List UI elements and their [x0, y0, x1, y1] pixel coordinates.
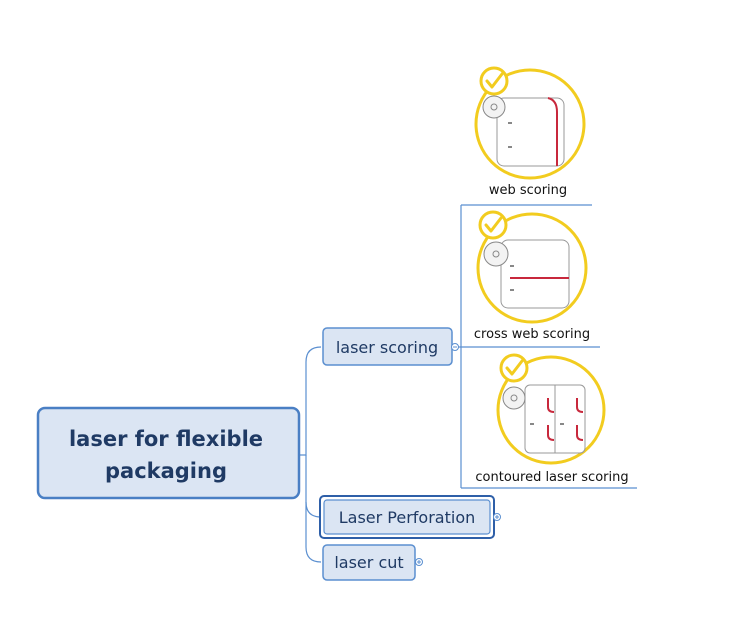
branch-laser-cut[interactable]: laser cut — [322, 544, 416, 581]
central-topic-line-2: packaging — [105, 459, 227, 483]
expand-toggle-icon[interactable] — [493, 513, 501, 521]
web-scoring-roll-icon — [474, 68, 586, 180]
check-mark-icon — [499, 353, 529, 383]
caption-web-scoring: web scoring — [489, 183, 567, 198]
subtopic-contoured-laser-scoring[interactable]: contoured laser scoring — [475, 353, 629, 485]
central-topic-line-1: laser for flexible — [69, 427, 263, 451]
branch-laser-perforation[interactable]: Laser Perforation — [319, 495, 495, 539]
subtopic-web-scoring[interactable]: web scoring — [474, 66, 586, 198]
branch-laser-scoring[interactable]: laser scoring — [322, 327, 453, 366]
subtopic-cross-web-scoring[interactable]: cross web scoring — [474, 210, 590, 342]
contoured-scoring-roll-icon — [496, 355, 606, 465]
branch-label-laser-scoring: laser scoring — [336, 338, 438, 357]
branch-label-laser-cut: laser cut — [334, 553, 403, 572]
expand-toggle-icon[interactable] — [415, 558, 423, 566]
branch-label-laser-perforation: Laser Perforation — [339, 508, 476, 527]
check-mark-icon — [478, 210, 508, 240]
check-mark-icon — [479, 66, 509, 96]
collapse-toggle-icon[interactable] — [451, 343, 459, 351]
caption-contoured-laser-scoring: contoured laser scoring — [475, 470, 628, 485]
central-connectors — [299, 346, 322, 563]
central-topic[interactable]: laser for flexible packaging — [36, 406, 301, 500]
scoring-connectors — [455, 204, 637, 489]
caption-cross-web-scoring: cross web scoring — [474, 327, 590, 342]
cross-web-scoring-roll-icon — [476, 212, 588, 324]
